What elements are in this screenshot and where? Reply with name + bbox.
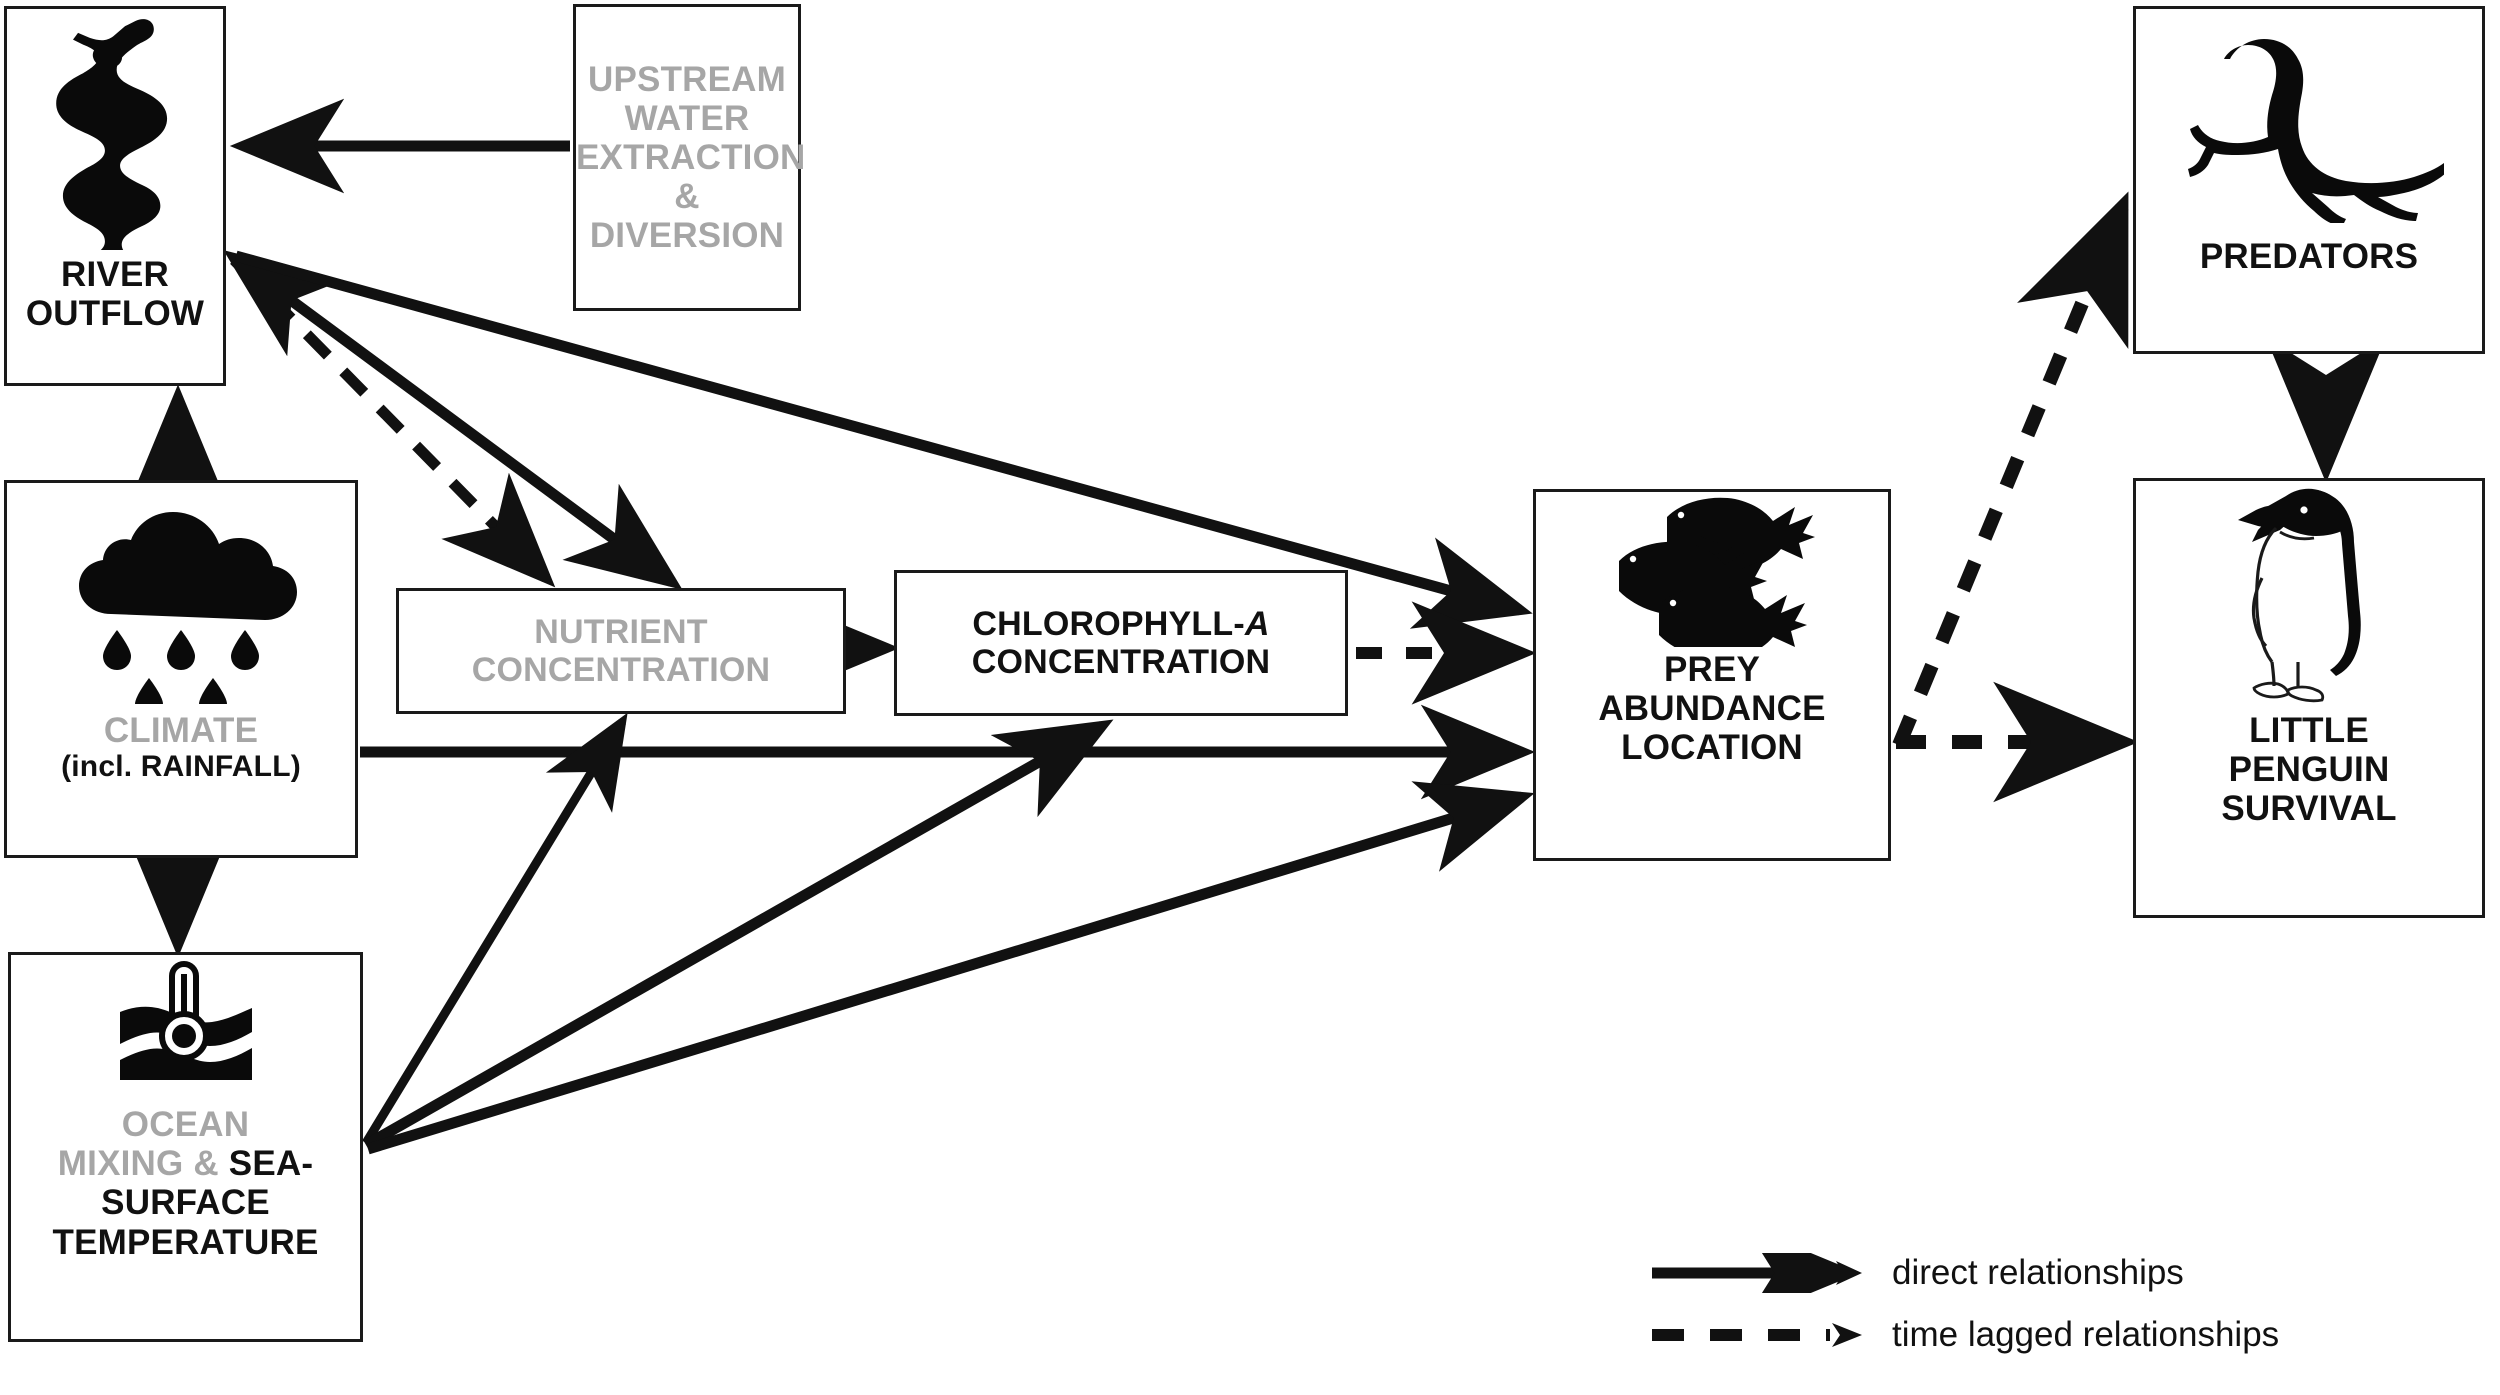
legend-label-direct: direct relationships <box>1892 1253 2184 1292</box>
winding-river-icon <box>7 9 223 255</box>
school-of-fish-icon <box>1536 492 1888 650</box>
edge-ocean-to-prey <box>366 781 1535 1155</box>
node-chlorophyll-caption: CHLOROPHYLL-A CONCENTRATION <box>971 604 1271 681</box>
node-upstream-water-extraction[interactable]: UPSTREAM WATER EXTRACTION & DIVERSION <box>573 4 806 311</box>
node-river-outflow-caption: RIVER OUTFLOW <box>25 255 205 334</box>
node-nutrient-concentration[interactable]: NUTRIENT CONCENTRATION <box>396 588 846 714</box>
node-predators-caption: PREDATORS <box>2199 237 2419 276</box>
node-nutrient-caption: NUTRIENT CONCENTRATION <box>471 612 771 689</box>
node-ocean-caption: OCEAN MIXING & SEA- SURFACE TEMPERATURE <box>52 1105 319 1262</box>
node-little-penguin-survival[interactable]: LITTLE PENGUIN SURVIVAL <box>2133 478 2485 918</box>
node-climate[interactable]: CLIMATE (incl. RAINFALL) <box>4 480 358 858</box>
node-prey-caption: PREY ABUNDANCE LOCATION <box>1598 650 1826 768</box>
little-penguin-icon <box>2136 481 2482 711</box>
edge-prey-to-predators <box>1892 191 2129 748</box>
edge-river-to-prey <box>234 250 1533 629</box>
node-predators[interactable]: PREDATORS <box>2133 6 2485 354</box>
node-ocean-mixing-sst[interactable]: OCEAN MIXING & SEA- SURFACE TEMPERATURE <box>8 952 363 1342</box>
legend-item-time-lagged: time lagged relationships <box>1650 1304 2480 1366</box>
node-climate-subcaption: (incl. RAINFALL) <box>61 750 301 784</box>
node-river-outflow[interactable]: RIVER OUTFLOW <box>4 6 226 386</box>
seal-icon <box>2136 9 2482 237</box>
edge-river-to-nutrient-direct <box>223 250 683 590</box>
legend-dashed-arrow-icon <box>1650 1315 1870 1355</box>
legend-solid-arrow-icon <box>1650 1225 1870 1321</box>
legend: direct relationships time lagged relatio… <box>1650 1225 2480 1366</box>
rain-cloud-icon <box>7 483 355 711</box>
node-climate-caption: CLIMATE (incl. RAINFALL) <box>7 711 355 785</box>
legend-item-direct: direct relationships <box>1650 1225 2480 1321</box>
node-upstream-caption: UPSTREAM WATER EXTRACTION & DIVERSION <box>576 59 806 256</box>
sea-thermometer-icon <box>11 955 360 1105</box>
edge-ocean-to-chlorophyll <box>363 719 1114 1150</box>
node-prey-abundance-location[interactable]: PREY ABUNDANCE LOCATION <box>1533 489 1891 861</box>
node-chlorophyll-a-concentration[interactable]: CHLOROPHYLL-A CONCENTRATION <box>894 570 1348 716</box>
legend-label-time-lagged: time lagged relationships <box>1892 1315 2280 1354</box>
node-penguin-caption: LITTLE PENGUIN SURVIVAL <box>2221 711 2397 829</box>
edge-ocean-to-nutrient <box>362 712 628 1146</box>
